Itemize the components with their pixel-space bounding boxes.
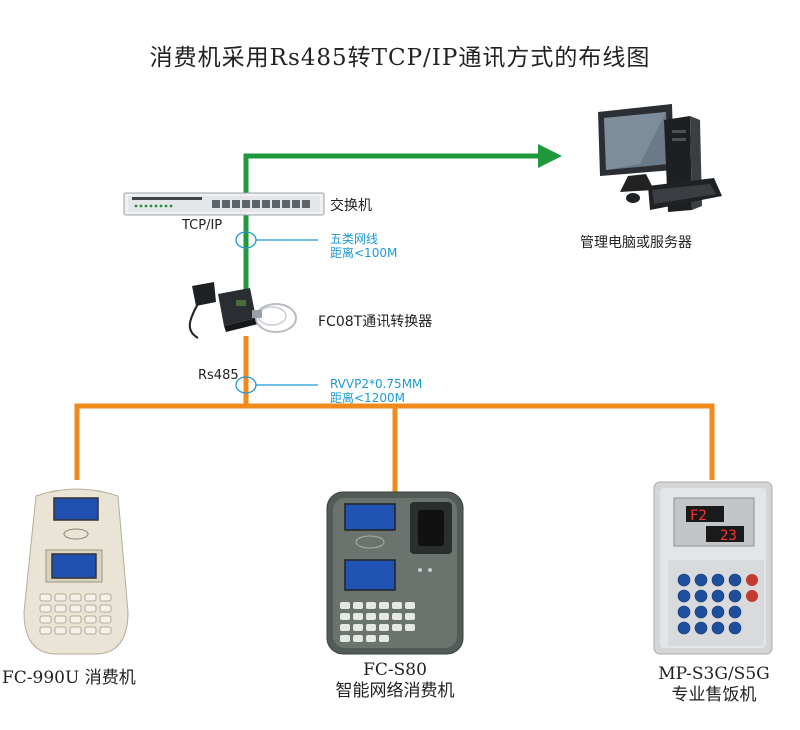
- device1-name: FC-990U 消费机: [2, 668, 136, 688]
- converter-label: FC08T通讯转换器: [318, 314, 433, 330]
- computer-icon: [598, 104, 722, 212]
- cable-bottom-distance: 距离<1200M: [330, 391, 405, 405]
- switch-label: 交换机: [330, 198, 372, 214]
- device-mps3g-icon: F2 23: [653, 481, 773, 655]
- cable-bottom-type: RVVP2*0.75MM: [330, 377, 423, 391]
- rs485-label: Rs485: [198, 368, 239, 383]
- device3-model: MP-S3G/S5G: [658, 664, 770, 684]
- device2-model: FC-S80: [363, 660, 427, 680]
- ethernet-line: [243, 144, 562, 290]
- cable-top-type: 五类网线: [330, 232, 379, 246]
- converter-icon: [188, 282, 297, 339]
- computer-label: 管理电脑或服务器: [580, 235, 692, 251]
- device-fcs80-icon: [326, 491, 464, 655]
- tcpip-label: TCP/IP: [182, 218, 223, 233]
- cable-top-distance: 距离<100M: [330, 246, 398, 260]
- device2-desc: 智能网络消费机: [335, 681, 455, 701]
- device-fc990u-icon: [23, 488, 129, 655]
- device3-display-bottom: 23: [720, 528, 737, 544]
- rs485-bus: [74, 336, 715, 492]
- network-switch: [123, 192, 325, 216]
- device3-desc: 专业售饭机: [671, 685, 757, 705]
- device3-display-top: F2: [690, 508, 707, 524]
- diagram-title: 消费机采用Rs485转TCP/IP通讯方式的布线图: [149, 45, 651, 71]
